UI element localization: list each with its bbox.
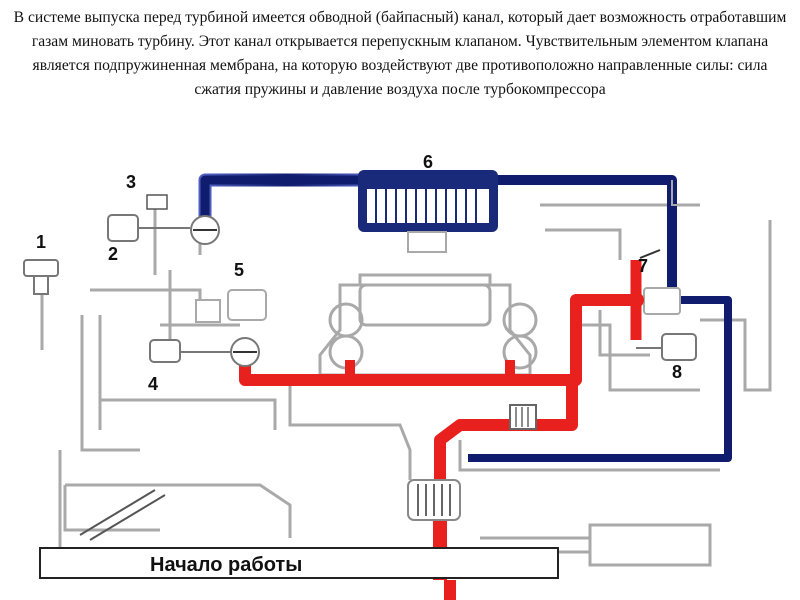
label-1: 1 bbox=[36, 232, 46, 252]
label-6: 6 bbox=[423, 152, 433, 172]
label-7: 7 bbox=[638, 256, 648, 276]
throttle-valve bbox=[146, 194, 220, 245]
label-3: 3 bbox=[126, 172, 136, 192]
label-4: 4 bbox=[148, 374, 158, 394]
sensor-8 bbox=[636, 333, 697, 361]
turbo-bypass-diagram: 1 2 3 4 5 6 7 8 Начало работы bbox=[23, 152, 772, 600]
turbocharger bbox=[407, 404, 537, 521]
air-filter bbox=[79, 489, 166, 541]
sensor-4 bbox=[149, 339, 230, 363]
wastegate-valve bbox=[628, 249, 681, 315]
caption-text: В системе выпуска перед турбиной имеется… bbox=[13, 9, 787, 98]
bypass-valve bbox=[195, 289, 267, 367]
status-label: Начало работы bbox=[150, 554, 302, 576]
sensor-2 bbox=[107, 214, 190, 242]
status-bar: Начало работы bbox=[39, 547, 559, 579]
engine-outline bbox=[40, 200, 772, 567]
label-2: 2 bbox=[108, 244, 118, 264]
label-5: 5 bbox=[234, 260, 244, 280]
label-8: 8 bbox=[672, 362, 682, 382]
sensor-1 bbox=[23, 259, 59, 295]
intercooler bbox=[358, 170, 498, 253]
